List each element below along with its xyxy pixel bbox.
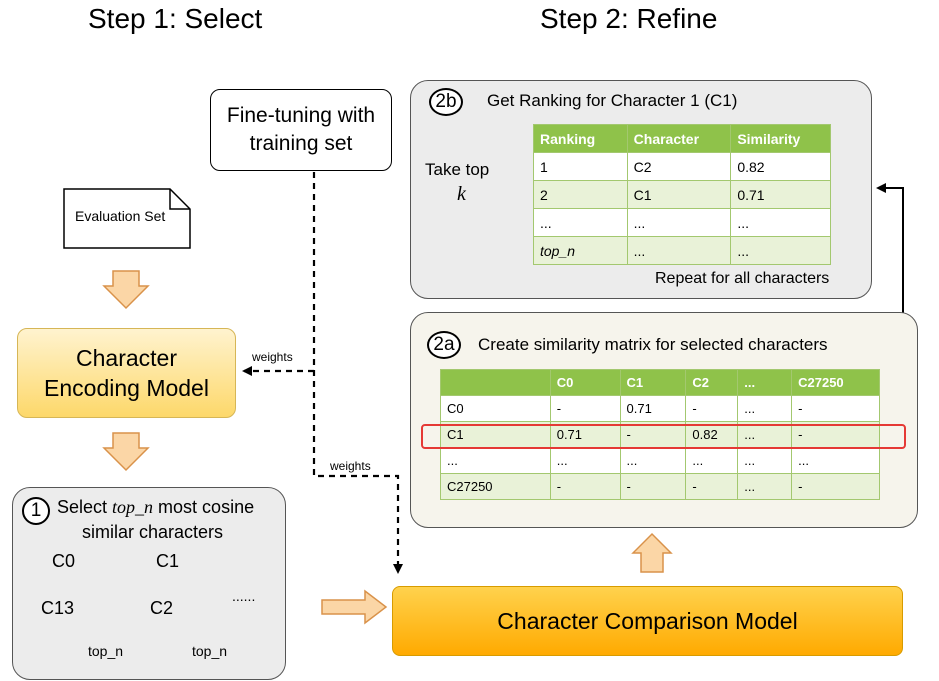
finetune-line1: Fine-tuning with (226, 104, 376, 127)
k-label: k (457, 183, 466, 205)
matrix-cell: ... (737, 473, 793, 500)
ranking-row: top_n ... ... (533, 236, 831, 265)
matrix-cell: - (791, 395, 880, 422)
card-c13: C13 (41, 598, 75, 618)
arrow-select-to-comparison (321, 589, 388, 625)
repeat-label: Repeat for all characters (655, 270, 830, 287)
cards-ellipsis: ...... (232, 588, 256, 604)
matrix-cell: C27250 (440, 473, 551, 500)
ranking-row: 2 C1 0.71 (533, 180, 831, 209)
select-text-line1: Select top_n most cosine (57, 497, 254, 518)
arrow-eval-to-encoding (102, 270, 150, 310)
ranking-header-row: Ranking Character Similarity (533, 124, 831, 153)
encoding-line2: Encoding Model (44, 375, 209, 401)
matrix-cell: ... (440, 447, 551, 474)
ranking-cell: ... (626, 236, 732, 265)
matrix-row: ... ... ... ... ... ... (440, 447, 880, 474)
matrix-header-cell: C0 (549, 369, 621, 396)
matrix-header-cell: ... (737, 369, 793, 396)
ranking-cell: ... (626, 208, 732, 237)
step1-title: Step 1: Select (88, 3, 263, 34)
ranking-cell: ... (533, 208, 628, 237)
evaluation-set-doc (63, 188, 191, 249)
matrix-cell: ... (737, 395, 793, 422)
matrix-cell: - (791, 473, 880, 500)
select-text-suffix: most cosine (153, 497, 255, 517)
step2-title: Step 2: Refine (540, 3, 718, 34)
select-text-topn: top_n (112, 497, 154, 517)
take-top-label: Take top (425, 160, 490, 179)
c0-label: C0 (52, 551, 76, 571)
matrix-header-cell: C2 (685, 369, 739, 396)
select-box (12, 487, 286, 680)
matrix-header-cell (440, 369, 551, 396)
matrix-cell: ... (685, 447, 739, 474)
matrix-cell: - (549, 395, 621, 422)
encoding-model-box: Character Encoding Model (17, 328, 236, 418)
step1-number: 1 (22, 497, 50, 525)
ranking-row: 1 C2 0.82 (533, 152, 831, 181)
ranking-cell: ... (730, 208, 831, 237)
ranking-cell: 2 (533, 180, 628, 209)
ranking-cell: 0.71 (730, 180, 831, 209)
select-text-line2: similar characters (82, 522, 224, 542)
matrix-header-row: C0 C1 C2 ... C27250 (440, 369, 880, 396)
ranking-table: Ranking Character Similarity 1 C2 0.82 2… (533, 124, 831, 265)
matrix-cell: ... (737, 447, 793, 474)
ranking-row: ... ... ... (533, 208, 831, 237)
matrix-row: C27250 - - - ... - (440, 473, 880, 500)
box-2b-title: Get Ranking for Character 1 (C1) (487, 91, 738, 110)
matrix-header-cell: C27250 (791, 369, 880, 396)
ranking-cell: ... (730, 236, 831, 265)
step2b-number: 2b (429, 88, 463, 116)
matrix-cell: 0.71 (619, 395, 687, 422)
arrow-comparison-to-2a (631, 532, 673, 573)
topn-label-1: top_n (192, 643, 228, 659)
ranking-cell: 0.82 (730, 152, 831, 181)
ranking-cell: C1 (626, 180, 732, 209)
ranking-header-cell: Similarity (730, 124, 831, 153)
weights-label-encoding: weights (252, 350, 293, 364)
ranking-cell: top_n (533, 236, 628, 265)
weights-label-comparison: weights (330, 459, 371, 473)
box-2a-title: Create similarity matrix for selected ch… (478, 335, 828, 354)
finetune-dashed-line (312, 172, 403, 574)
ranking-header-cell: Ranking (533, 124, 628, 153)
step2a-number: 2a (427, 331, 461, 359)
matrix-cell: - (685, 395, 739, 422)
encoding-line1: Character (76, 345, 177, 371)
card-c2: C2 (150, 598, 174, 618)
similarity-matrix: C0 C1 C2 ... C27250 C0 - 0.71 - ... - C1… (440, 369, 880, 500)
finetune-line2: training set (249, 132, 353, 155)
matrix-cell: ... (791, 447, 880, 474)
matrix-cell: C0 (440, 395, 551, 422)
arrow-encoding-to-select (102, 432, 150, 472)
topn-label-0: top_n (88, 643, 124, 659)
matrix-row: C0 - 0.71 - ... - (440, 395, 880, 422)
matrix-cell: - (549, 473, 621, 500)
finetune-box: Fine-tuning with training set (210, 89, 392, 171)
ranking-cell: C2 (626, 152, 732, 181)
comparison-model-box: Character Comparison Model (392, 586, 903, 656)
evaluation-set-label: Evaluation Set (75, 208, 166, 224)
matrix-cell: - (685, 473, 739, 500)
row-highlight (421, 424, 906, 449)
select-text-prefix: Select (57, 497, 113, 517)
matrix-header-cell: C1 (619, 369, 687, 396)
matrix-cell: - (619, 473, 687, 500)
matrix-cell: ... (619, 447, 687, 474)
c1-label: C1 (156, 551, 180, 571)
ranking-cell: 1 (533, 152, 628, 181)
ranking-header-cell: Character (626, 124, 732, 153)
matrix-cell: ... (549, 447, 621, 474)
